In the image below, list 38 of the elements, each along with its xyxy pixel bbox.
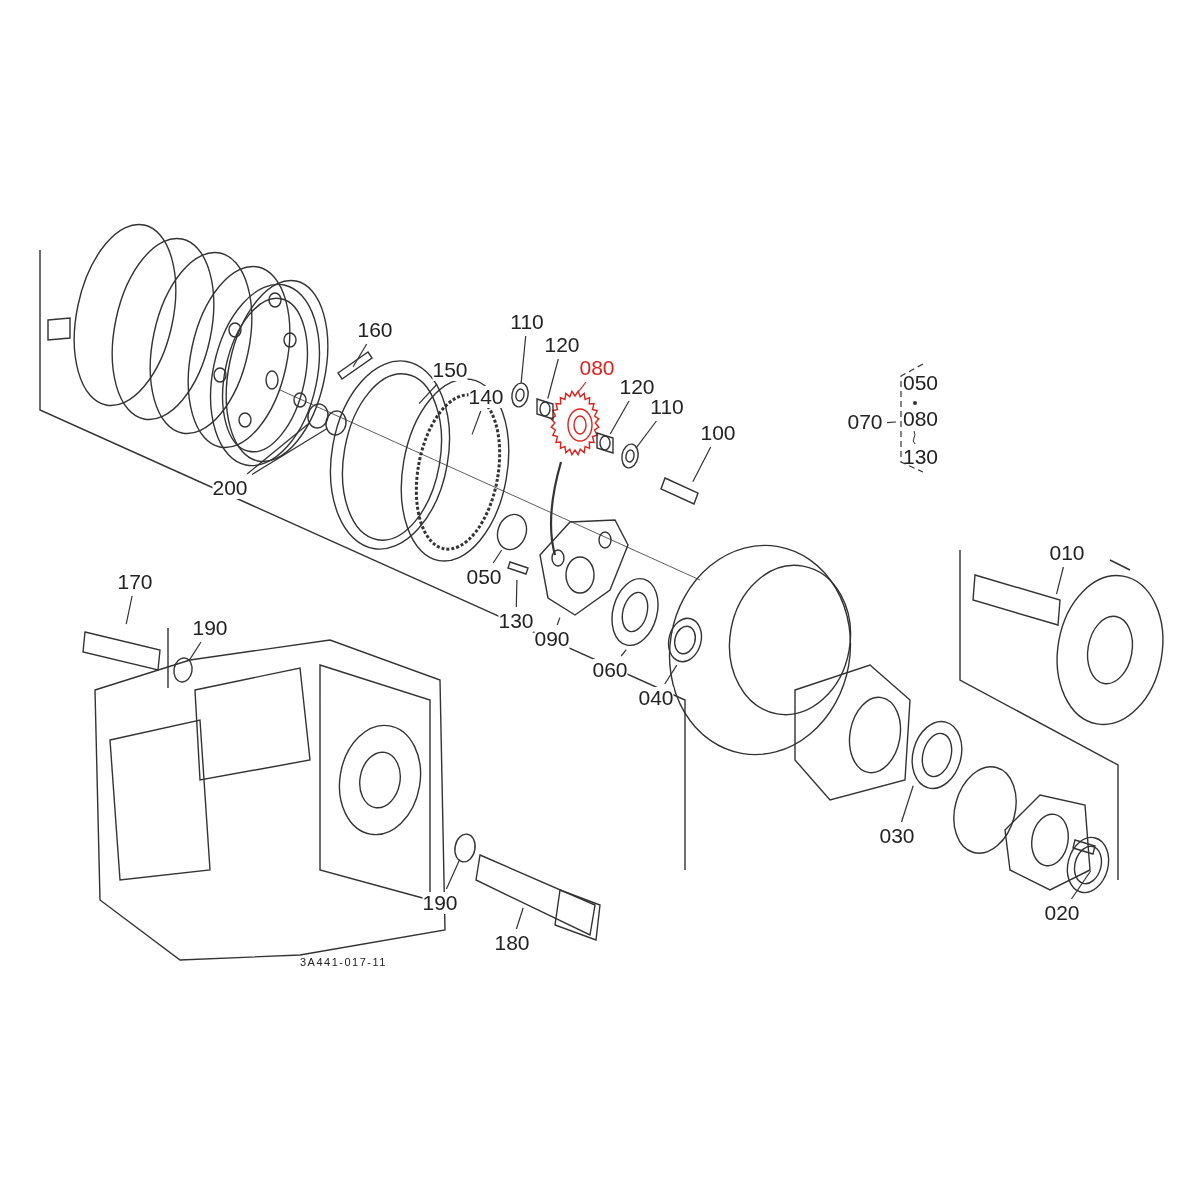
washer — [511, 382, 529, 408]
callout-number: 080 — [903, 408, 939, 430]
callout-number: 190 — [422, 892, 458, 914]
leader-line — [352, 343, 368, 368]
leader-line — [1055, 566, 1064, 595]
leader-line — [188, 641, 202, 662]
washer — [621, 443, 639, 469]
o-ring — [325, 410, 347, 436]
leader-line — [515, 907, 524, 930]
leader-line — [471, 410, 482, 435]
snap-ring — [173, 657, 193, 683]
leader-line — [251, 427, 328, 476]
leader-line — [418, 383, 438, 405]
leader-line — [125, 595, 133, 625]
leader-line — [609, 400, 630, 435]
callout-number: 090 — [534, 628, 570, 650]
leader-line — [635, 420, 657, 449]
leader-line — [246, 422, 311, 475]
leader-line — [556, 617, 561, 626]
leader-line — [692, 446, 712, 483]
roller-bearing — [596, 432, 614, 454]
leader-line — [515, 579, 518, 608]
callout-number: 140 — [468, 386, 504, 408]
callout-number: 050 — [903, 372, 939, 394]
leader-line — [620, 649, 627, 657]
o-ring — [307, 403, 329, 429]
leader-line — [578, 381, 587, 392]
leader-line — [520, 335, 527, 384]
leader-line — [900, 785, 914, 823]
leader-line — [664, 664, 678, 685]
leader-line — [445, 859, 461, 890]
leader-line — [492, 549, 503, 564]
drawing-number: 3A441-017-11 — [300, 956, 387, 968]
roller-bearing — [536, 398, 554, 420]
callout-number: 130 — [903, 446, 939, 468]
leader-line — [886, 421, 897, 424]
leader-line — [547, 358, 559, 400]
snap-ring — [454, 833, 476, 863]
